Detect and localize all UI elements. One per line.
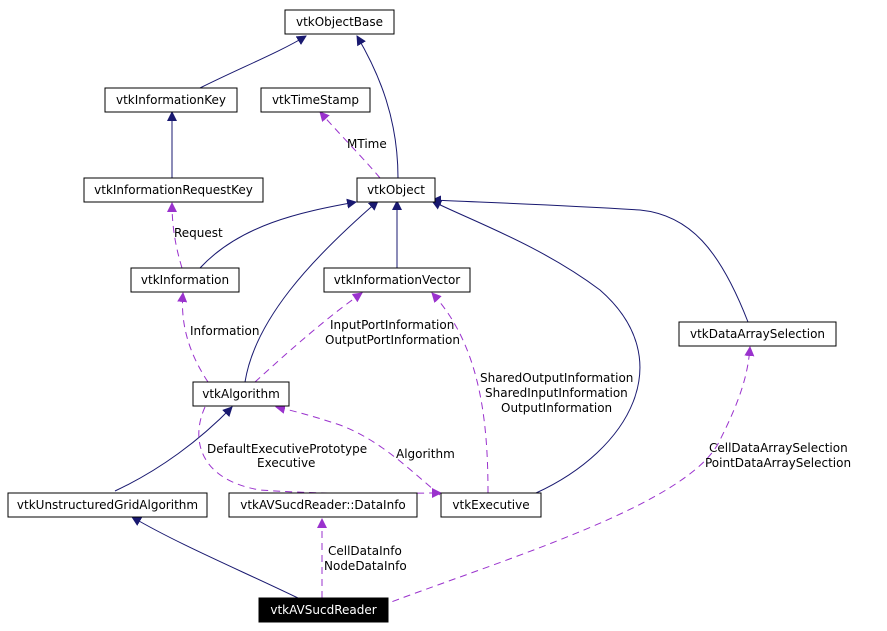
edge-information xyxy=(177,292,209,383)
edge-algorithm xyxy=(275,403,441,496)
edge-informationkey-to-objectbase xyxy=(199,35,307,89)
node-vtkinformationvector[interactable]: vtkInformationVector xyxy=(323,267,471,293)
label-output-port-information: OutputPortInformation xyxy=(325,333,460,347)
edge-cell-point-data-array-selection xyxy=(369,346,755,611)
node-label: vtkUnstructuredGridAlgorithm xyxy=(17,498,198,512)
node-vtkavsucdreader-datainfo[interactable]: vtkAVSucdReader::DataInfo xyxy=(228,492,418,518)
node-vtkdataarrayselection[interactable]: vtkDataArraySelection xyxy=(678,321,837,347)
label-information: Information xyxy=(190,324,259,338)
label-request: Request xyxy=(174,226,223,240)
node-label: vtkInformationVector xyxy=(334,273,461,287)
edge-request xyxy=(167,202,183,269)
node-label: vtkAVSucdReader xyxy=(270,603,376,617)
edge-avsucdreader-to-unstructuredgridalgorithm xyxy=(131,516,301,600)
edge-unstructuredgridalgorithm-to-algorithm xyxy=(114,406,233,492)
node-label: vtkTimeStamp xyxy=(272,93,359,107)
edge-dataarrayselection-to-object xyxy=(431,195,749,323)
node-label: vtkDataArraySelection xyxy=(690,327,825,341)
edge-executive-to-object xyxy=(431,200,641,494)
node-vtktimestamp[interactable]: vtkTimeStamp xyxy=(260,87,371,113)
node-vtkinformation[interactable]: vtkInformation xyxy=(130,267,240,293)
label-input-port-information: InputPortInformation xyxy=(330,318,454,332)
edge-algorithm-to-object xyxy=(244,200,379,383)
label-shared-input-information: SharedInputInformation xyxy=(485,386,628,400)
node-label: vtkAlgorithm xyxy=(202,387,280,401)
node-vtkinformationrequestkey[interactable]: vtkInformationRequestKey xyxy=(83,177,264,203)
label-cell-data-array-selection: CellDataArraySelection xyxy=(709,441,848,455)
edge-object-to-objectbase xyxy=(356,35,399,179)
label-point-data-array-selection: PointDataArraySelection xyxy=(705,456,851,470)
node-label: vtkObject xyxy=(367,183,425,197)
label-default-executive-prototype: DefaultExecutivePrototype xyxy=(207,442,367,456)
node-label: vtkObjectBase xyxy=(296,15,383,29)
edge-input-output-port-information xyxy=(254,292,363,383)
label-executive: Executive xyxy=(257,456,315,470)
node-vtkinformationkey[interactable]: vtkInformationKey xyxy=(104,87,238,113)
node-label: vtkInformationRequestKey xyxy=(94,183,253,197)
inheritance-edges xyxy=(114,35,749,600)
node-label: vtkInformation xyxy=(141,273,229,287)
label-cell-data-info: CellDataInfo xyxy=(328,544,402,558)
node-vtkobject[interactable]: vtkObject xyxy=(356,177,436,203)
node-vtkunstructuredgridalgorithm[interactable]: vtkUnstructuredGridAlgorithm xyxy=(7,492,208,518)
label-node-data-info: NodeDataInfo xyxy=(324,559,407,573)
node-label: vtkInformationKey xyxy=(116,93,226,107)
edge-shared-output-information xyxy=(431,292,489,494)
label-algorithm: Algorithm xyxy=(396,447,455,461)
node-label: vtkAVSucdReader::DataInfo xyxy=(240,498,406,512)
node-label: vtkExecutive xyxy=(452,498,529,512)
edge-mtime xyxy=(319,111,381,179)
label-shared-output-information: SharedOutputInformation xyxy=(480,371,633,385)
edge-labels: MTime Request Information InputPortInfor… xyxy=(174,137,851,573)
label-mtime: MTime xyxy=(347,137,387,151)
node-vtkalgorithm[interactable]: vtkAlgorithm xyxy=(192,381,290,407)
edge-information-to-object xyxy=(199,198,357,269)
node-vtkexecutive[interactable]: vtkExecutive xyxy=(440,492,542,518)
node-vtkobjectbase[interactable]: vtkObjectBase xyxy=(284,9,395,35)
label-output-information: OutputInformation xyxy=(501,401,612,415)
node-vtkavsucdreader[interactable]: vtkAVSucdReader xyxy=(258,597,389,623)
